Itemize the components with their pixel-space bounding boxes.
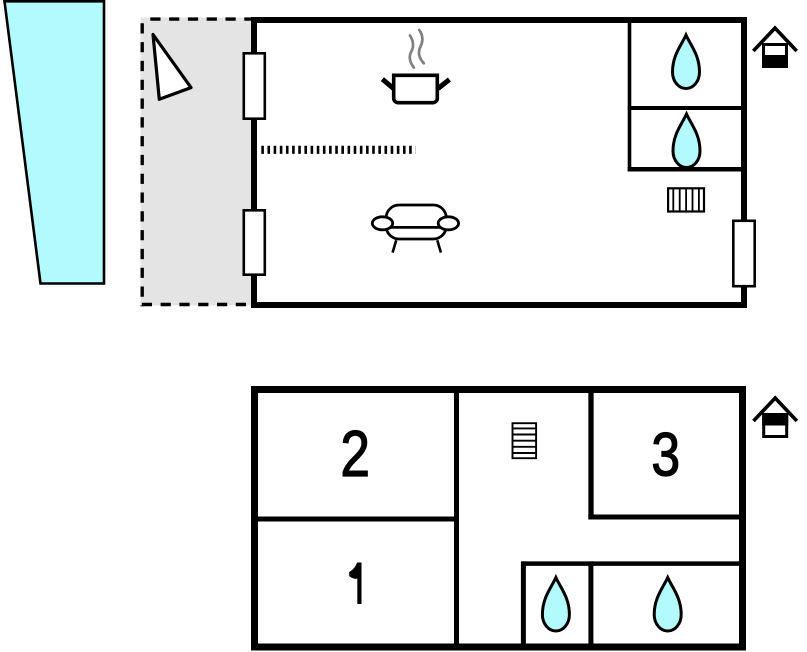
svg-text:3: 3: [651, 421, 680, 489]
svg-text:2: 2: [340, 417, 370, 490]
